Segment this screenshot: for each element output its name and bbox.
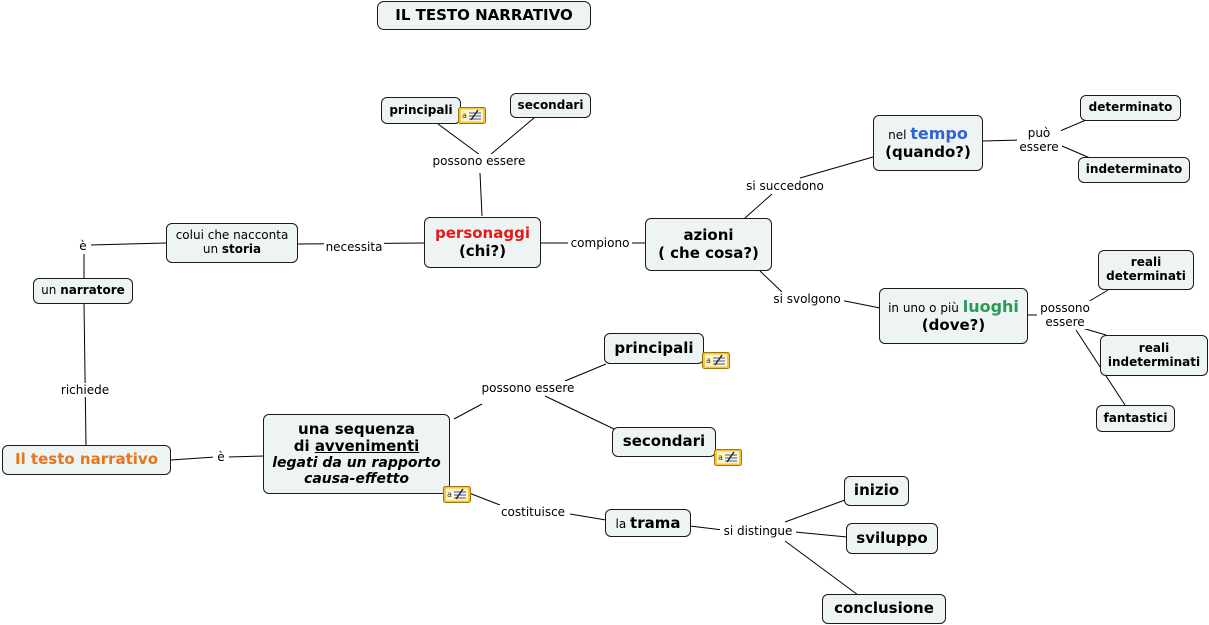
note-icon-sequenza[interactable]: a	[443, 486, 471, 503]
node-principali-top[interactable]: principali	[381, 97, 461, 124]
node-reali-indeterminati[interactable]: reali indeterminati	[1100, 335, 1208, 376]
link-label-possono-essere-top: possono essere	[430, 154, 528, 168]
diagram-title: IL TESTO NARRATIVO	[377, 1, 591, 30]
link-label-possono-essere-bottom: possono essere	[478, 381, 578, 395]
node-conclusione[interactable]: conclusione	[822, 594, 946, 624]
link-label-si-svolgono: si svolgono	[770, 292, 844, 306]
main-node-testo-narrativo[interactable]: Il testo narrativo	[2, 445, 171, 475]
node-inizio[interactable]: inizio	[844, 476, 909, 506]
node-tempo[interactable]: nel tempo (quando?)	[873, 115, 983, 171]
node-narratore[interactable]: un narratore	[33, 278, 133, 304]
link-label-e-top: è	[75, 239, 91, 253]
node-luoghi[interactable]: in uno o più luoghi (dove?)	[879, 288, 1028, 344]
note-icon-secondari-bottom[interactable]: a	[714, 449, 742, 466]
node-indeterminato[interactable]: indeterminato	[1078, 157, 1190, 183]
node-azioni[interactable]: azioni ( che cosa?)	[645, 218, 772, 271]
personaggi-label: personaggi	[435, 224, 530, 243]
svg-text:a: a	[447, 490, 452, 499]
node-secondari-bottom[interactable]: secondari	[612, 427, 716, 457]
link-label-si-distingue: si distingue	[720, 524, 796, 538]
note-icon-principali-top[interactable]: a	[458, 107, 486, 124]
luoghi-label: luoghi	[962, 297, 1019, 317]
node-colui-che-nacconta[interactable]: colui che nacconta un storia	[166, 223, 298, 263]
note-icon-principali-bottom[interactable]: a	[702, 352, 730, 369]
svg-text:a: a	[706, 356, 711, 365]
link-label-compiono: compiono	[568, 236, 632, 250]
svg-text:a: a	[462, 111, 467, 120]
svg-text:a: a	[718, 453, 723, 462]
link-label-puo-essere: può essere	[1017, 126, 1061, 154]
link-label-si-succedono: si succedono	[743, 179, 827, 193]
link-label-costituisce: costituisce	[497, 505, 569, 519]
link-label-possono-essere-luoghi: possono essere	[1037, 301, 1093, 329]
node-sequenza-avvenimenti[interactable]: una sequenza di avvenimenti legati da un…	[263, 414, 450, 494]
node-determinato[interactable]: determinato	[1080, 95, 1181, 121]
link-label-richiede: richiede	[58, 383, 112, 397]
node-personaggi[interactable]: personaggi (chi?)	[424, 217, 541, 268]
node-secondari-top[interactable]: secondari	[510, 93, 591, 118]
node-trama[interactable]: la trama	[605, 509, 691, 537]
node-fantastici[interactable]: fantastici	[1096, 405, 1175, 432]
node-sviluppo[interactable]: sviluppo	[846, 523, 938, 554]
node-reali-determinati[interactable]: reali determinati	[1098, 250, 1194, 290]
tempo-label: tempo	[910, 124, 968, 144]
link-label-e-bottom: è	[213, 450, 229, 464]
link-label-necessita: necessita	[324, 240, 384, 254]
node-principali-bottom[interactable]: principali	[604, 333, 704, 364]
